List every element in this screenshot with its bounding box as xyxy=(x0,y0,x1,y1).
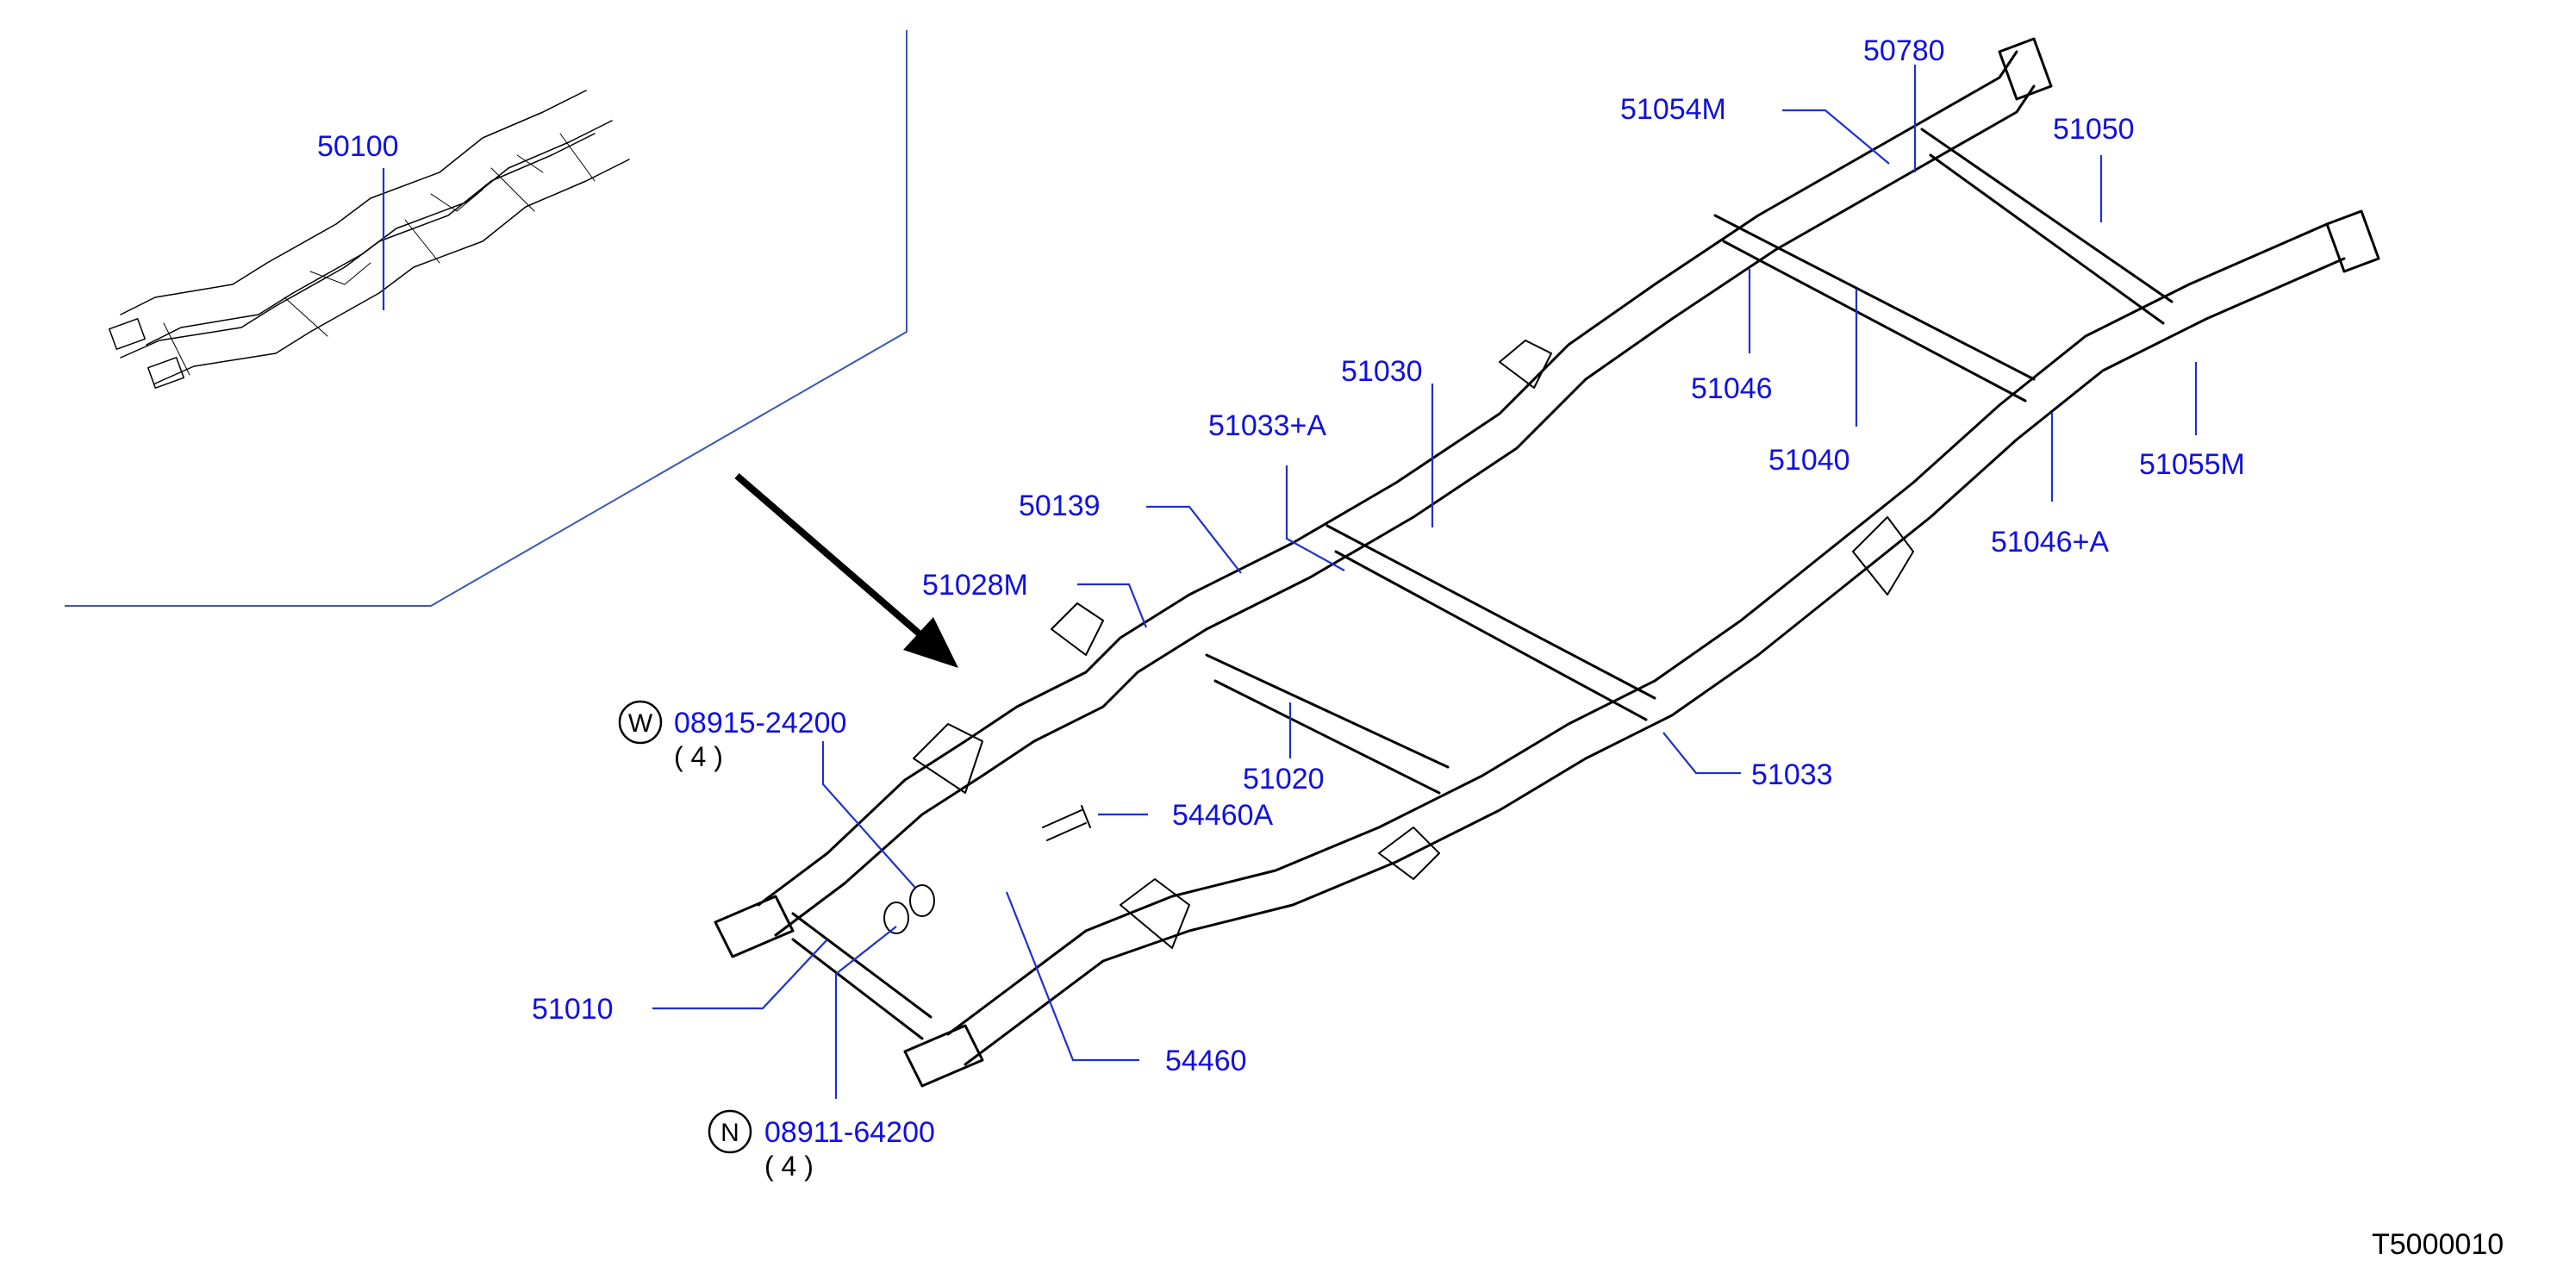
washer-callout: W 08915-24200 ( 4 ) xyxy=(618,700,846,772)
nut-part-number: 08911-64200 xyxy=(764,1116,935,1149)
nut-badge-letter: N xyxy=(720,1119,739,1147)
label-54460a: 54460A xyxy=(1172,799,1274,832)
inset-divider xyxy=(65,30,908,607)
label-50139: 50139 xyxy=(1019,490,1101,522)
washer-badge xyxy=(618,700,663,745)
label-51055m: 51055M xyxy=(2139,448,2245,481)
label-51033: 51033 xyxy=(1751,758,1833,791)
part-labels: 50100 50780 51054M 51050 51030 51046 510… xyxy=(317,34,2245,1077)
washer-quantity: ( 4 ) xyxy=(674,741,723,772)
view-arrow xyxy=(734,472,958,668)
nut-callout: N 08911-64200 ( 4 ) xyxy=(708,1109,935,1182)
label-51046: 51046 xyxy=(1691,372,1773,405)
leader-lines xyxy=(382,65,2198,1099)
label-51028m: 51028M xyxy=(922,569,1028,602)
washer-badge-letter: W xyxy=(628,709,653,738)
nut-badge xyxy=(708,1109,752,1154)
label-54460: 54460 xyxy=(1165,1045,1247,1077)
inset-frame-drawing xyxy=(109,90,630,389)
nut-quantity: ( 4 ) xyxy=(764,1151,814,1182)
label-51030: 51030 xyxy=(1341,355,1423,388)
main-frame-drawing xyxy=(714,37,2380,1088)
label-51054m: 51054M xyxy=(1620,93,1726,126)
washer-part-number: 08915-24200 xyxy=(674,707,846,739)
label-51010: 51010 xyxy=(532,993,614,1026)
label-51033a: 51033+A xyxy=(1208,409,1326,442)
diagram-code: T5000010 xyxy=(2372,1228,2504,1261)
label-50780: 50780 xyxy=(1863,34,1945,67)
label-50100: 50100 xyxy=(317,130,399,163)
label-51040: 51040 xyxy=(1768,444,1850,477)
label-51020: 51020 xyxy=(1243,763,1325,795)
label-51046a: 51046+A xyxy=(1991,526,2109,558)
label-51050: 51050 xyxy=(2053,113,2135,146)
